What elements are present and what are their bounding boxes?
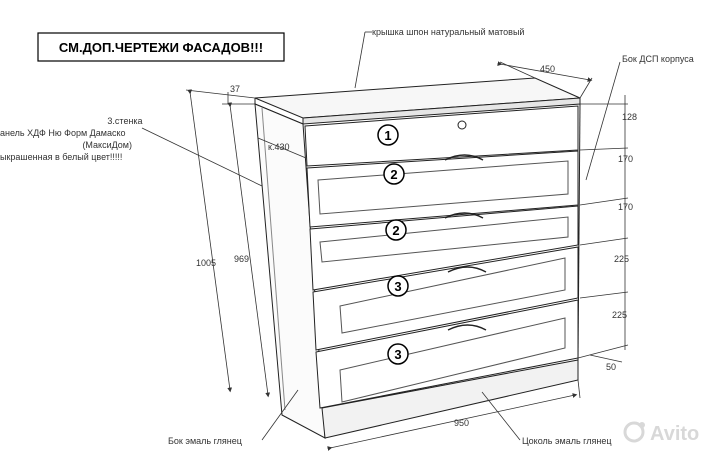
label-back-1: 3.стенка: [107, 116, 142, 126]
dim-height-total: 1005: [196, 258, 216, 268]
label-top: крышка шпон натуральный матовый: [372, 27, 524, 37]
dim-drawer-2: 170: [618, 154, 633, 164]
drawer-number-3b: 3: [387, 343, 409, 365]
dim-drawer-4: 225: [614, 254, 629, 264]
dimension-lines: [185, 61, 629, 451]
label-side-enamel: Бок эмаль глянец: [168, 436, 242, 446]
svg-text:2: 2: [390, 167, 397, 182]
drawer-numbers: 1 2 2 3 3: [377, 124, 409, 365]
dim-drawer-5: 225: [612, 310, 627, 320]
title-text: СМ.ДОП.ЧЕРТЕЖИ ФАСАДОВ!!!: [59, 40, 263, 55]
label-back-4: ыкрашенная в белый цвет!!!!!: [0, 152, 122, 162]
dimension-texts: 450 37 к.430 1005 969 128 170 170 225 22…: [196, 64, 637, 428]
cabinet: [254, 77, 581, 439]
drawer-front-3: [309, 205, 579, 291]
dim-height-body: 969: [234, 254, 249, 264]
svg-text:2: 2: [392, 223, 399, 238]
dim-plinth-height: 50: [606, 362, 616, 372]
lock-keyhole: [457, 120, 467, 130]
drawer-front-1: [304, 105, 579, 167]
handle-3: [444, 212, 484, 219]
dim-overhang: 37: [230, 84, 240, 94]
watermark: Avito: [623, 421, 699, 445]
dim-width: 950: [454, 418, 469, 428]
labels: крышка шпон натуральный матовый Бок ДСП …: [0, 27, 694, 446]
drawer-number-2b: 2: [385, 219, 407, 241]
title-box: СМ.ДОП.ЧЕРТЕЖИ ФАСАДОВ!!!: [37, 32, 285, 62]
dim-depth-top: 450: [540, 64, 555, 74]
handle-2: [444, 154, 484, 161]
drawer-number-1: 1: [377, 124, 399, 146]
drawer-front-2: [306, 150, 579, 228]
drawer-number-3a: 3: [387, 275, 409, 297]
label-back-3: (МаксиДом): [82, 140, 132, 150]
watermark-text: Avito: [650, 423, 699, 445]
drawer-number-2a: 2: [383, 163, 405, 185]
svg-text:3: 3: [394, 347, 401, 362]
leader-lines: [141, 31, 621, 441]
label-side-dsp: Бок ДСП корпуса: [622, 54, 694, 64]
svg-text:1: 1: [384, 128, 391, 143]
handle-5: [447, 324, 487, 331]
drawer-front-4: [312, 246, 579, 351]
svg-text:3: 3: [394, 279, 401, 294]
label-back-2: анель ХДФ Ню Форм Дамаско: [0, 128, 126, 138]
dim-drawer-3: 170: [618, 202, 633, 212]
dim-inner-depth: к.430: [268, 142, 289, 152]
label-plinth: Цоколь эмаль глянец: [522, 436, 612, 446]
handle-4: [447, 266, 487, 273]
dim-drawer-1: 128: [622, 112, 637, 122]
